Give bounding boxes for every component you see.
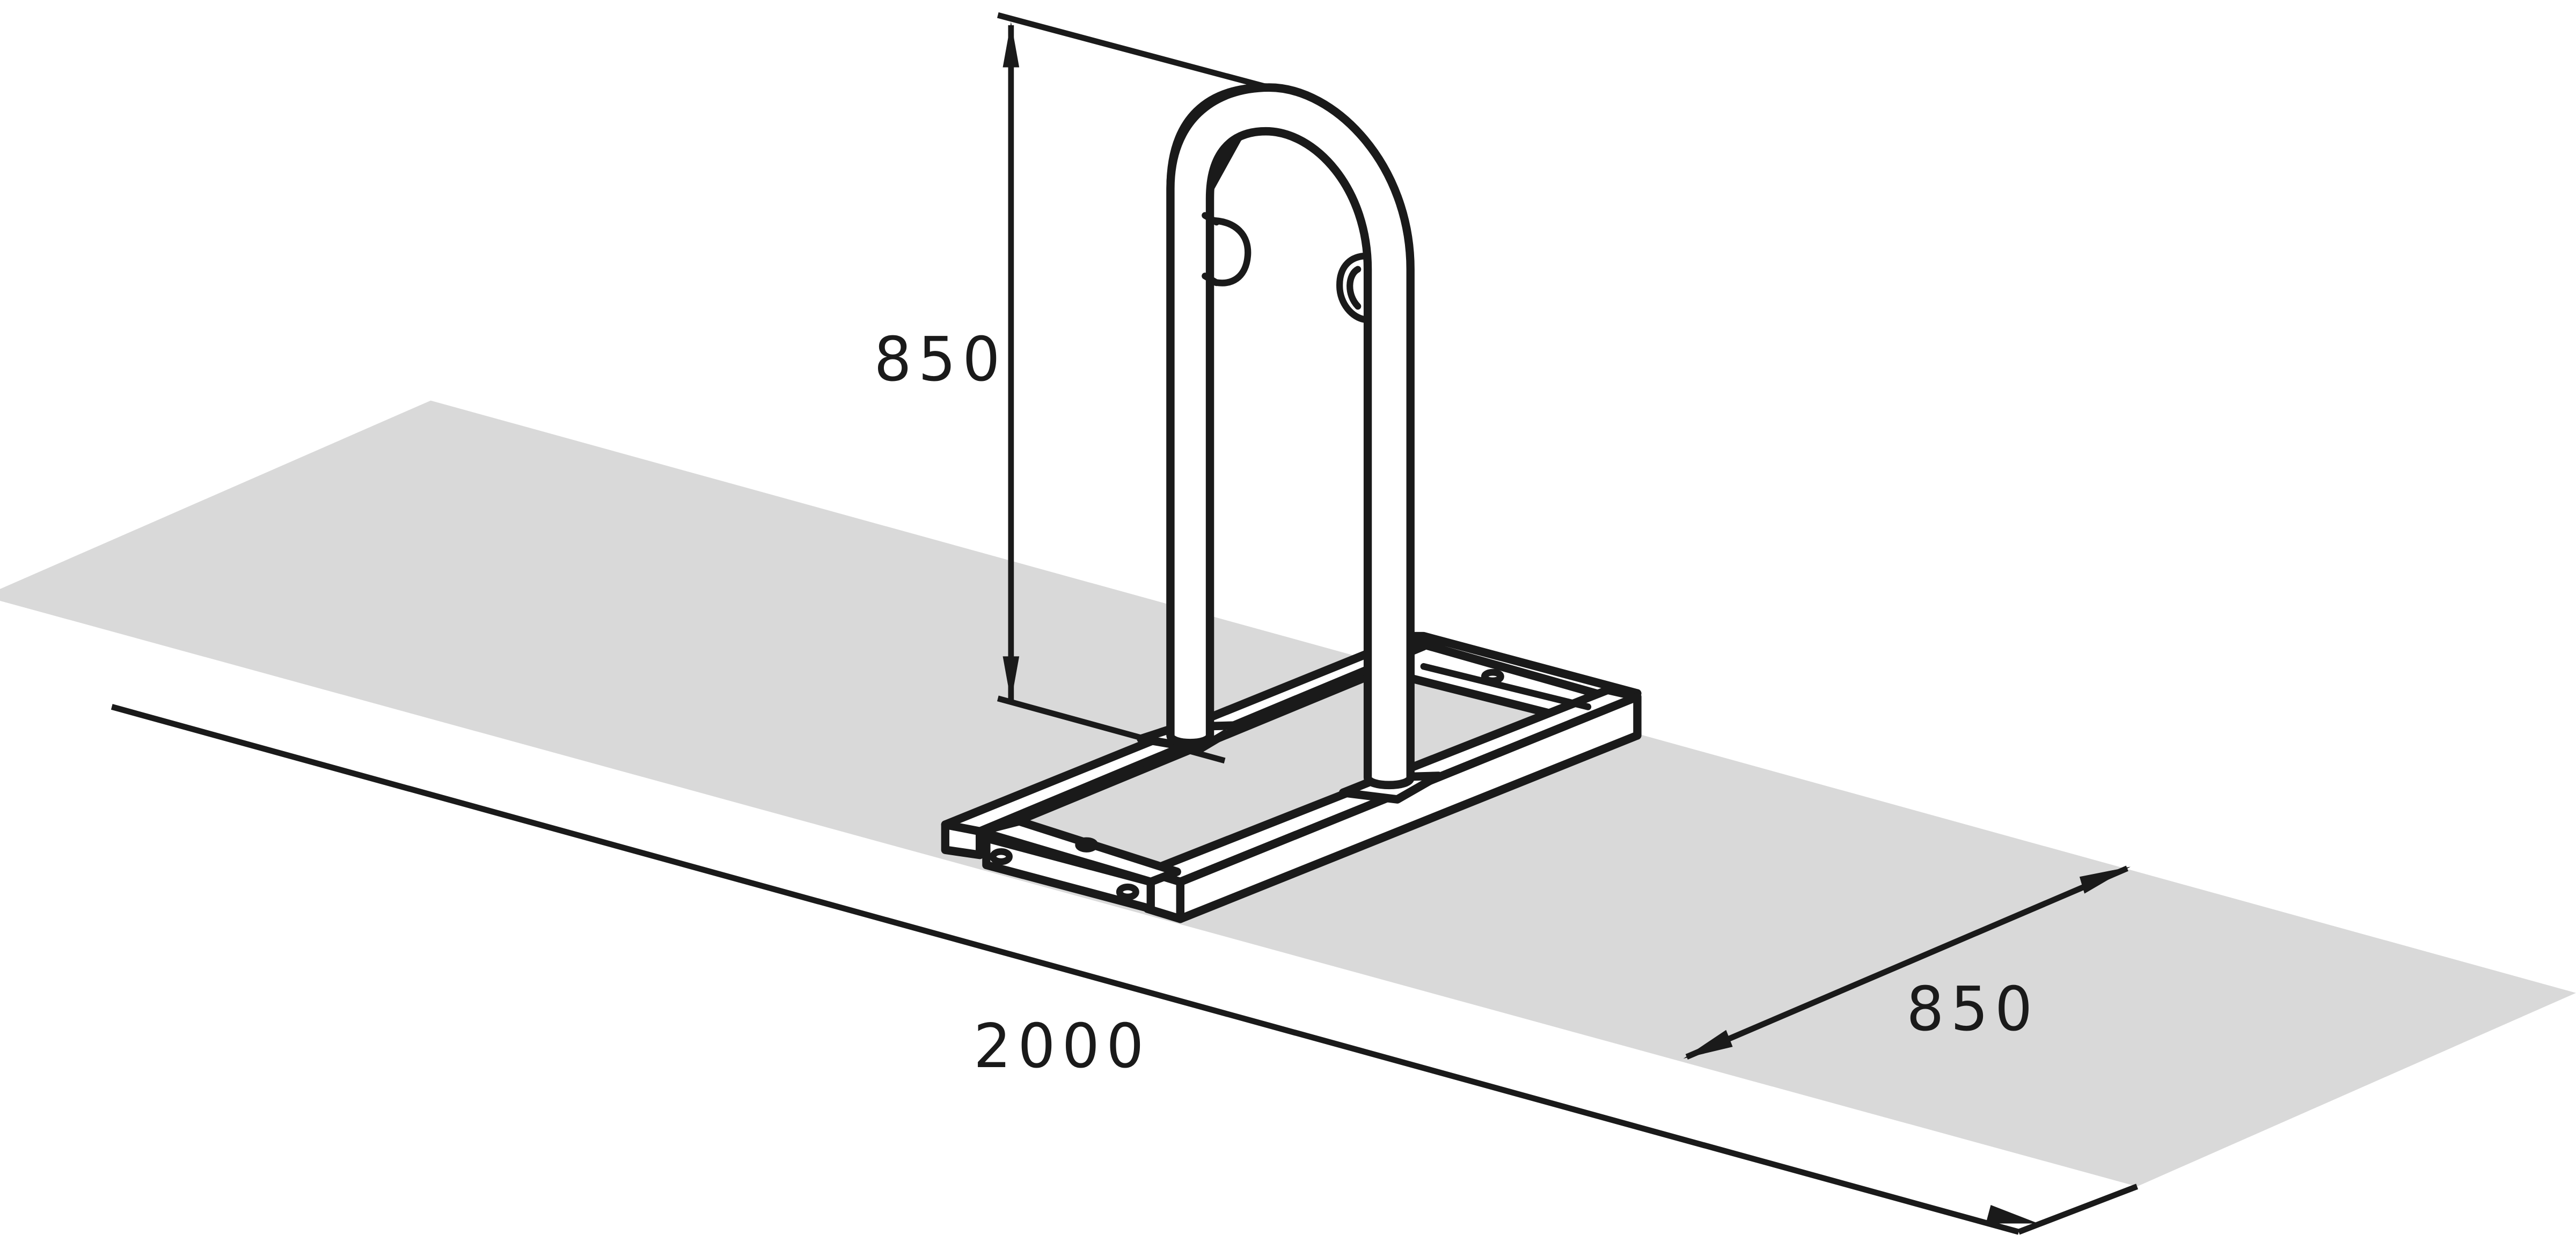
height-arrowhead-top-icon [1002,21,1020,68]
slot-hole [1116,883,1139,901]
length-arrowhead-icon [1986,1204,2039,1224]
arch [1166,83,1415,790]
width-arrowhead-start-icon [1683,1030,1733,1059]
height-label: 850 [874,325,1007,395]
height-dimension: 850 [874,12,1270,764]
width-dimension: 850 [1683,865,2131,1060]
length-label: 2000 [974,1011,1151,1082]
height-arrowhead-bottom-icon [1002,656,1020,702]
slot-hole [990,848,1013,865]
slot-hole [1075,837,1099,853]
right-ring-clip [1336,252,1371,324]
parking-space-area [0,400,2576,1187]
left-ring-clip [1206,217,1252,286]
width-label: 850 [1906,974,2039,1045]
width-arrowhead-end-icon [2079,866,2131,894]
u-stand [1166,83,1415,790]
length-dimension: 2000 [111,704,2139,1235]
